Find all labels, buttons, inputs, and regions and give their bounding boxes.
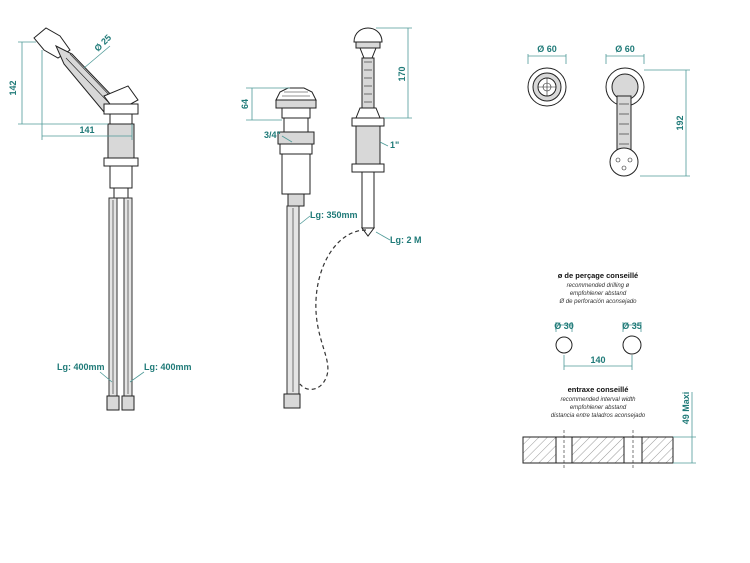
handshower-height-label: 170 <box>397 66 407 81</box>
handshower-head <box>353 27 383 59</box>
handshower-grip <box>355 57 381 119</box>
spray-hoses <box>106 197 135 411</box>
diverter-hose-label: Lg: 350mm <box>310 210 358 220</box>
drilling-subtitle-es: Ø de perforación aconsejado <box>558 299 637 305</box>
knob-diameter-label: Ø 60 <box>537 44 557 54</box>
hole-right <box>622 335 642 355</box>
handle-diameter-label: Ø 60 <box>615 44 635 54</box>
handshower-holder <box>351 117 385 237</box>
handshower-hose-label: Lg: 2 M <box>390 235 422 245</box>
diverter-hose <box>283 205 301 409</box>
handle-side-view: Ø 60 192 <box>605 44 690 177</box>
spray-hose-labels: Lg: 400mm Lg: 400mm <box>57 362 192 383</box>
spacing-label: 140 <box>590 355 605 365</box>
interval-subtitle-en: recommended interval width <box>560 397 636 403</box>
drilling-subtitle-en: recommended drilling ø <box>567 283 630 289</box>
handshower-view: 170 1" Lg: 2 M <box>299 27 422 390</box>
handshower-hose <box>299 229 367 390</box>
spray-view: 142 141 Ø 25 Lg: 400mm Lg: 400mm <box>8 27 192 411</box>
knob-top-view: Ø 60 <box>527 44 567 107</box>
diverter-height-label: 64 <box>240 99 250 109</box>
diverter-view: 64 3/4" Lg: 350mm <box>240 87 358 409</box>
dim-dia-25: Ø 25 <box>83 33 113 69</box>
spray-hose-left-label: Lg: 400mm <box>57 362 105 372</box>
drilling-block: ø de perçage conseillé recommended drill… <box>554 271 642 370</box>
dim-141: 141 <box>41 50 133 140</box>
dim-142: 142 <box>8 41 108 125</box>
drilling-subtitle-de: empfohlener abstand <box>570 291 627 297</box>
dim-170: 170 <box>376 27 412 119</box>
spray-hose-right-label: Lg: 400mm <box>144 362 192 372</box>
spray-width-label: 141 <box>79 125 94 135</box>
hole-left-label: Ø 30 <box>554 321 574 331</box>
hole-left <box>555 336 573 354</box>
spray-handle <box>33 27 139 113</box>
drilling-title: ø de perçage conseillé <box>558 271 638 280</box>
thickness-label: 49 Maxi <box>681 392 691 425</box>
spray-body <box>103 103 139 199</box>
hole-right-label: Ø 35 <box>622 321 642 331</box>
interval-block: entraxe conseillé recommended interval w… <box>522 385 696 470</box>
interval-subtitle-es: distancia entre taladros aconsejado <box>551 413 646 419</box>
diverter-thread-label: 3/4" <box>264 130 281 140</box>
spray-diameter-label: Ø 25 <box>92 33 113 54</box>
handle-height-label: 192 <box>675 115 685 130</box>
handshower-thread-label: 1" <box>390 140 399 150</box>
spray-height-label: 142 <box>8 80 18 95</box>
dim-64: 64 <box>240 87 290 121</box>
interval-title: entraxe conseillé <box>568 385 629 394</box>
interval-subtitle-de: empfohlener abstand <box>570 405 627 411</box>
diverter-knob <box>275 87 317 207</box>
countertop-section <box>522 430 674 470</box>
